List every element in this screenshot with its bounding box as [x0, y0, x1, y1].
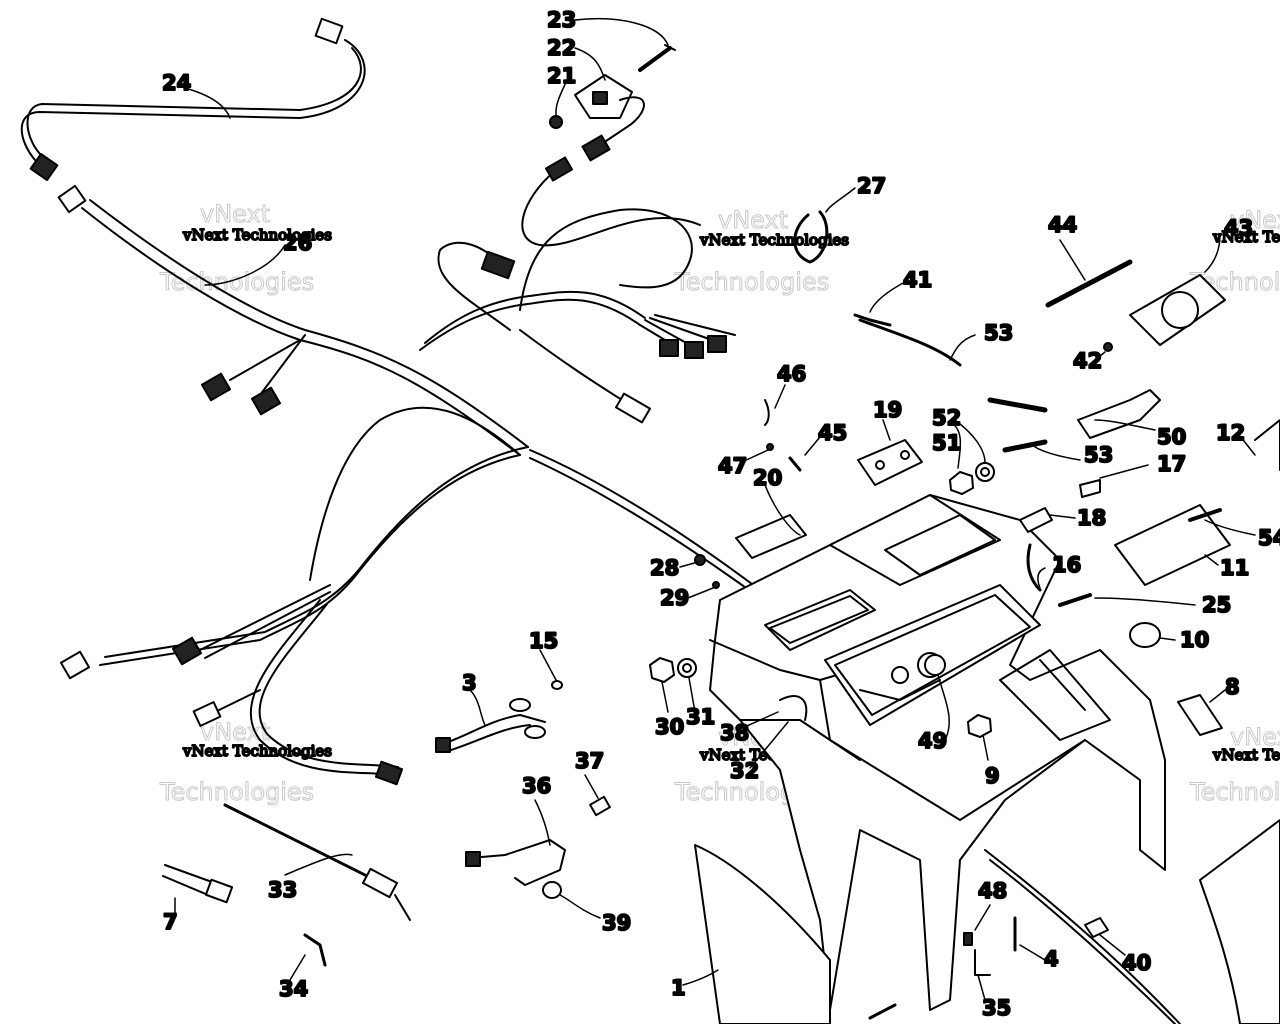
- label-54: 54: [1258, 526, 1280, 550]
- svg-text:vNext: vNext: [1230, 206, 1280, 234]
- svg-text:vNext: vNext: [200, 200, 270, 228]
- label-50: 50: [1157, 425, 1186, 449]
- svg-text:vNext Technologies: vNext Technologies: [182, 226, 332, 244]
- svg-text:Technologies: Technologies: [1189, 778, 1280, 806]
- label-53-top: 53: [984, 321, 1013, 345]
- svg-text:Technologies: Technologies: [159, 778, 314, 806]
- svg-text:vNext: vNext: [1230, 723, 1280, 751]
- label-24: 24: [162, 71, 191, 95]
- label-3: 3: [462, 671, 477, 695]
- label-53-mid: 53: [1084, 443, 1113, 467]
- label-9: 9: [985, 764, 1000, 788]
- svg-text:Technologies: Technologies: [674, 268, 829, 296]
- label-43: 43: [1224, 216, 1253, 240]
- label-11: 11: [1220, 556, 1249, 580]
- label-46: 46: [777, 362, 806, 386]
- label-26: 26: [283, 231, 312, 255]
- label-42: 42: [1073, 349, 1102, 373]
- label-31: 31: [686, 705, 715, 729]
- label-40: 40: [1122, 951, 1151, 975]
- watermark-4: vNext Technologies vNext Technologies: [159, 718, 334, 807]
- label-29: 29: [660, 586, 689, 610]
- svg-text:vNext: vNext: [200, 718, 270, 746]
- label-35: 35: [982, 996, 1011, 1020]
- part-labels: 23 22 21 24 26 27 44 43 41 53 42 46 19 5…: [161, 7, 1280, 1021]
- leader-lines: [174, 17, 1256, 1001]
- label-17: 17: [1157, 452, 1186, 476]
- cable-24: [20, 17, 366, 182]
- label-21: 21: [547, 64, 576, 88]
- label-41: 41: [903, 268, 932, 292]
- label-38: 38: [720, 721, 749, 745]
- svg-text:Technologies: Technologies: [159, 268, 314, 296]
- label-33: 33: [268, 878, 297, 902]
- label-8: 8: [1225, 675, 1240, 699]
- label-19: 19: [873, 398, 902, 422]
- label-15: 15: [529, 629, 558, 653]
- label-39: 39: [602, 911, 631, 935]
- label-32: 32: [730, 759, 759, 783]
- label-10: 10: [1180, 628, 1209, 652]
- watermark-2: vNext Technologies vNext Technologies: [674, 206, 851, 297]
- label-45: 45: [818, 421, 847, 445]
- label-52: 52: [932, 406, 961, 430]
- label-7: 7: [163, 910, 178, 934]
- label-27: 27: [857, 174, 886, 198]
- label-4: 4: [1044, 947, 1059, 971]
- label-47: 47: [718, 454, 747, 478]
- switch-22: [549, 44, 676, 162]
- label-20: 20: [753, 466, 782, 490]
- label-16: 16: [1052, 553, 1081, 577]
- svg-text:vNext Technologies: vNext Technologies: [699, 231, 849, 249]
- svg-text:vNext Technologies: vNext Technologies: [1212, 746, 1280, 764]
- label-28: 28: [650, 556, 679, 580]
- label-51: 51: [932, 431, 961, 455]
- label-12: 12: [1216, 421, 1245, 445]
- watermark-6: vNext Technologies vNext Technologies: [1189, 723, 1280, 807]
- clip-27: [793, 210, 829, 264]
- wiring-harness: [20, 17, 829, 786]
- label-49: 49: [918, 729, 947, 753]
- label-34: 34: [279, 977, 308, 1001]
- watermark-3: vNext Technologies vNext Technologies: [1189, 206, 1280, 297]
- label-36: 36: [522, 774, 551, 798]
- label-48: 48: [978, 879, 1007, 903]
- svg-text:vNext Technologies: vNext Technologies: [1212, 228, 1280, 246]
- harness-26: [57, 156, 761, 786]
- label-1: 1: [671, 976, 686, 1000]
- label-37: 37: [575, 749, 604, 773]
- label-30: 30: [655, 715, 684, 739]
- svg-text:vNext: vNext: [718, 206, 788, 234]
- label-18: 18: [1077, 506, 1106, 530]
- label-22: 22: [547, 36, 576, 60]
- svg-text:vNext Technologies: vNext Technologies: [182, 742, 332, 760]
- watermark-1: vNext Technologies vNext Technologies: [159, 200, 334, 297]
- label-25: 25: [1202, 593, 1231, 617]
- label-23: 23: [547, 8, 576, 32]
- label-44: 44: [1048, 213, 1077, 237]
